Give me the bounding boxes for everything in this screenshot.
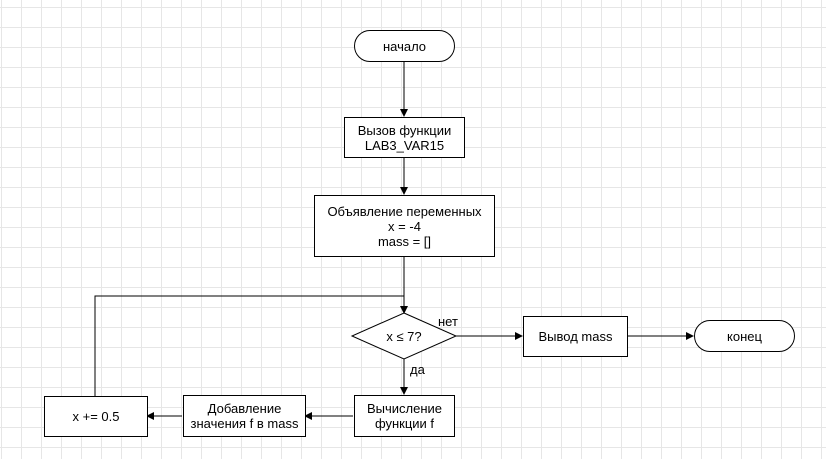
end-label: конец — [727, 328, 762, 344]
condition-label: x ≤ 7? — [386, 328, 422, 344]
output-mass-box: Вывод mass — [523, 316, 628, 357]
call-function-label: Вызов функции LAB3_VAR15 — [357, 122, 452, 153]
end-terminal: конец — [694, 320, 795, 352]
call-function-box: Вызов функции LAB3_VAR15 — [344, 117, 465, 158]
no-edge-label: нет — [438, 314, 458, 329]
edge-loop-back — [94, 295, 404, 396]
declare-variables-label: Объявление переменных x = -4 mass = [] — [327, 203, 482, 249]
start-terminal: начало — [354, 30, 455, 62]
compute-function-label: Вычисление функции f — [366, 401, 443, 431]
compute-function-box: Вычисление функции f — [354, 395, 455, 437]
declare-variables-box: Объявление переменных x = -4 mass = [] — [314, 195, 495, 257]
append-value-box: Добавление значения f в mass — [183, 395, 306, 437]
start-label: начало — [382, 38, 427, 54]
condition-text: x ≤ 7? — [352, 326, 456, 346]
yes-edge-label: да — [410, 362, 425, 377]
output-mass-label: Вывод mass — [538, 329, 613, 344]
condition-diamond — [350, 312, 458, 360]
append-value-label: Добавление значения f в mass — [190, 401, 299, 431]
increment-label: x += 0.5 — [72, 409, 120, 424]
increment-box: x += 0.5 — [44, 396, 148, 437]
